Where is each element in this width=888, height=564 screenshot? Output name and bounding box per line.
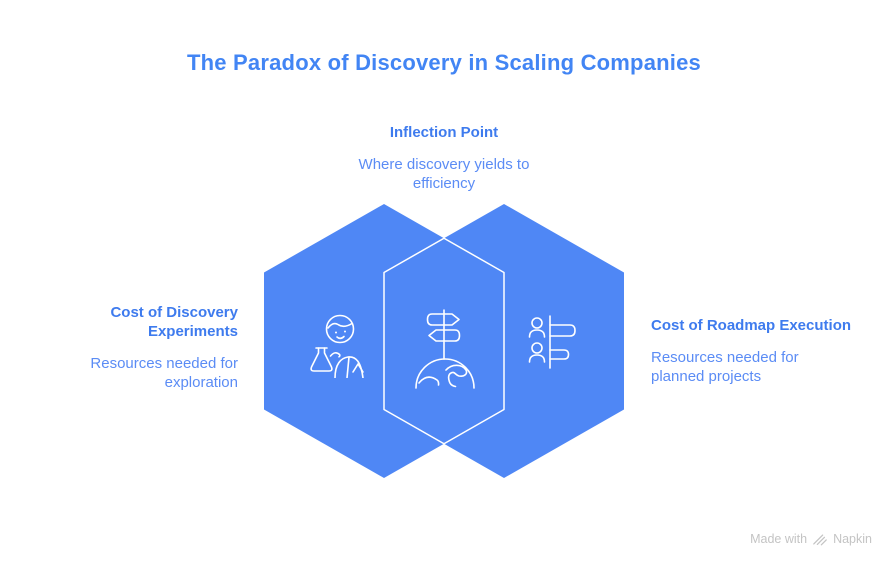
left-body-line1: Resources needed for bbox=[90, 355, 238, 372]
left-heading-line1: Cost of Discovery bbox=[110, 304, 238, 321]
right-heading: Cost of Roadmap Execution bbox=[651, 317, 852, 334]
node-discovery-experiments: Cost of Discovery Experiments Resources … bbox=[68, 303, 238, 392]
node-roadmap-execution: Cost of Roadmap Execution Resources need… bbox=[651, 316, 881, 386]
inflection-heading: Inflection Point bbox=[389, 124, 499, 141]
napkin-logo-icon bbox=[813, 533, 827, 545]
left-heading: Cost of Discovery Experiments bbox=[68, 303, 238, 341]
scientist-flask-icon bbox=[310, 314, 364, 378]
overlap-lens-outline bbox=[383, 237, 505, 445]
inflection-body-line2: efficiency bbox=[412, 175, 476, 192]
node-inflection-point: Inflection Point Where discovery yields … bbox=[0, 123, 888, 193]
inflection-body-line1: Where discovery yields to bbox=[358, 156, 530, 173]
inflection-body: Where discovery yields to efficiency bbox=[0, 155, 888, 193]
left-heading-line2: Experiments bbox=[147, 323, 238, 340]
overlapping-hexagons bbox=[264, 204, 624, 478]
left-body-line2: exploration bbox=[164, 374, 238, 391]
napkin-brand-label: Napkin bbox=[833, 532, 872, 546]
made-with-label: Made with bbox=[750, 532, 808, 546]
right-body-line1: Resources needed for bbox=[651, 349, 799, 366]
napkin-attribution-link[interactable]: Made with Napkin bbox=[750, 532, 872, 546]
team-roadmap-icon bbox=[528, 315, 576, 369]
page-title: The Paradox of Discovery in Scaling Comp… bbox=[187, 50, 701, 75]
left-body: Resources needed for exploration bbox=[68, 354, 238, 392]
right-body-line2: planned projects bbox=[651, 368, 762, 385]
signpost-globe-icon bbox=[415, 309, 475, 389]
right-body: Resources needed for planned projects bbox=[651, 348, 881, 386]
